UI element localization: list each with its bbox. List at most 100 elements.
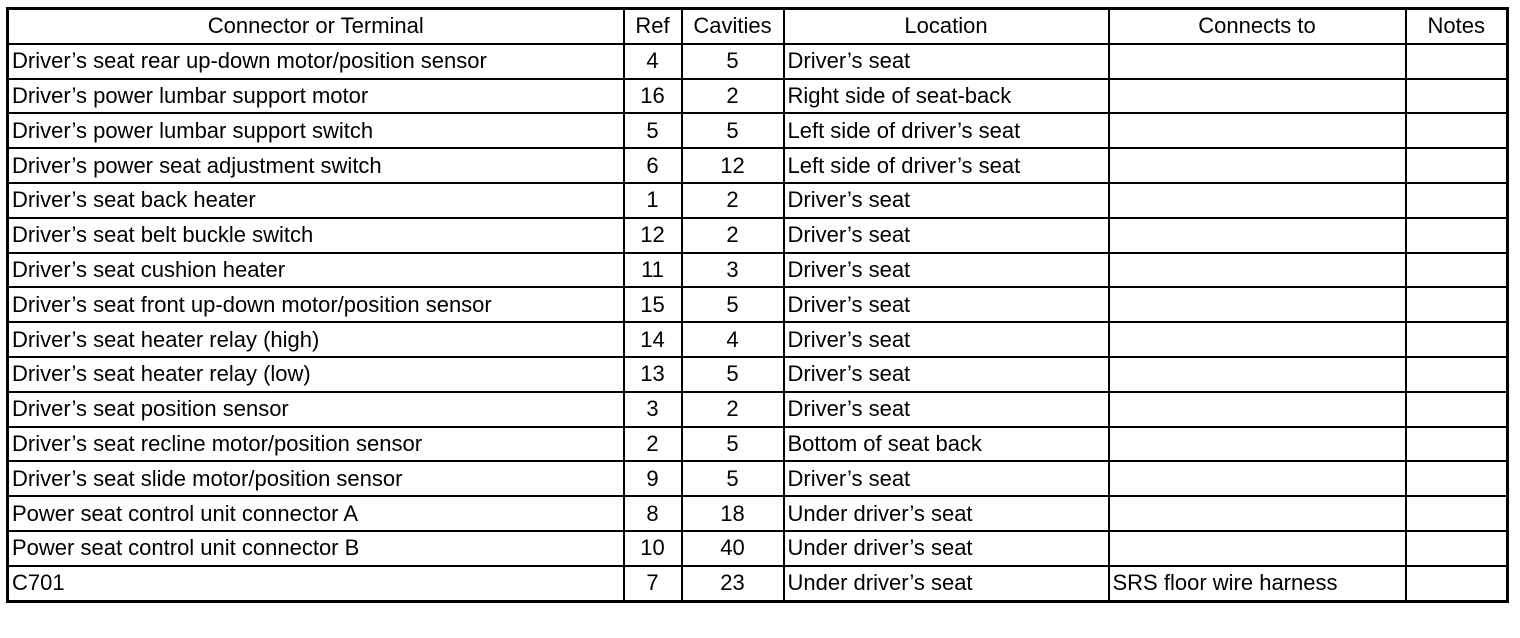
cell-cavities: 5	[680, 42, 785, 80]
cell-location: Under driver’s seat	[782, 564, 1110, 603]
cell-cavities: 2	[680, 77, 785, 115]
cell-ref: 10	[622, 529, 683, 567]
cell-notes	[1404, 77, 1509, 115]
cell-location: Under driver’s seat	[782, 529, 1110, 567]
cell-cavities: 40	[680, 529, 785, 567]
connector-table-container: Connector or Terminal Ref Cavities Locat…	[6, 7, 1509, 603]
cell-notes	[1404, 147, 1509, 184]
cell-cavities: 2	[680, 390, 785, 428]
cell-notes	[1404, 42, 1509, 80]
cell-ref: 8	[622, 495, 683, 532]
cell-location: Driver’s seat	[782, 460, 1110, 498]
cell-connects-to	[1107, 42, 1407, 80]
cell-location: Driver’s seat	[782, 42, 1110, 80]
table-body: Driver’s seat rear up-down motor/positio…	[6, 42, 1509, 603]
cell-notes	[1404, 251, 1509, 289]
cell-location: Left side of driver’s seat	[782, 112, 1110, 150]
cell-ref: 16	[622, 77, 683, 115]
cell-ref: 3	[622, 390, 683, 428]
cell-cavities: 5	[680, 286, 785, 324]
cell-cavities: 5	[680, 355, 785, 393]
cell-connects-to: SRS floor wire harness	[1107, 564, 1407, 603]
header-ref: Ref	[622, 7, 683, 45]
cell-location: Left side of driver’s seat	[782, 147, 1110, 184]
cell-ref: 4	[622, 42, 683, 80]
cell-connector: Driver’s seat rear up-down motor/positio…	[6, 42, 625, 80]
header-notes: Notes	[1404, 7, 1509, 45]
cell-connects-to	[1107, 355, 1407, 393]
header-location: Location	[782, 7, 1110, 45]
cell-connector: Driver’s seat belt buckle switch	[6, 216, 625, 254]
cell-cavities: 23	[680, 564, 785, 603]
cell-connects-to	[1107, 390, 1407, 428]
cell-ref: 5	[622, 112, 683, 150]
cell-cavities: 12	[680, 147, 785, 184]
cell-connects-to	[1107, 286, 1407, 324]
cell-ref: 15	[622, 286, 683, 324]
cell-cavities: 2	[680, 181, 785, 219]
cell-connects-to	[1107, 147, 1407, 184]
cell-connects-to	[1107, 529, 1407, 567]
cell-notes	[1404, 216, 1509, 254]
cell-ref: 11	[622, 251, 683, 289]
cell-connector: Power seat control unit connector A	[6, 495, 625, 532]
cell-location: Driver’s seat	[782, 216, 1110, 254]
cell-ref: 2	[622, 425, 683, 463]
cell-connector: Power seat control unit connector B	[6, 529, 625, 567]
cell-cavities: 2	[680, 216, 785, 254]
cell-connector: Driver’s seat front up-down motor/positi…	[6, 286, 625, 324]
cell-notes	[1404, 529, 1509, 567]
connector-table: Connector or Terminal Ref Cavities Locat…	[6, 7, 1509, 603]
header-cavities: Cavities	[680, 7, 785, 45]
cell-notes	[1404, 112, 1509, 150]
table-header-row: Connector or Terminal Ref Cavities Locat…	[6, 7, 1509, 45]
header-connects-to: Connects to	[1107, 7, 1407, 45]
cell-ref: 1	[622, 181, 683, 219]
cell-location: Bottom of seat back	[782, 425, 1110, 463]
cell-cavities: 5	[680, 112, 785, 150]
cell-notes	[1404, 286, 1509, 324]
cell-connects-to	[1107, 460, 1407, 498]
cell-location: Driver’s seat	[782, 355, 1110, 393]
cell-connector: Driver’s seat position sensor	[6, 390, 625, 428]
cell-connector: Driver’s seat back heater	[6, 181, 625, 219]
cell-connector: Driver’s seat cushion heater	[6, 251, 625, 289]
cell-connects-to	[1107, 216, 1407, 254]
cell-location: Driver’s seat	[782, 321, 1110, 358]
cell-connector: Driver’s seat slide motor/position senso…	[6, 460, 625, 498]
table-row: Driver’s seat recline motor/position sen…	[6, 425, 1509, 463]
cell-notes	[1404, 355, 1509, 393]
cell-connector: Driver’s power lumbar support motor	[6, 77, 625, 115]
cell-connector: Driver’s power seat adjustment switch	[6, 147, 625, 184]
cell-cavities: 18	[680, 495, 785, 532]
header-connector: Connector or Terminal	[6, 7, 625, 45]
cell-ref: 9	[622, 460, 683, 498]
cell-connects-to	[1107, 425, 1407, 463]
cell-connects-to	[1107, 181, 1407, 219]
cell-connects-to	[1107, 495, 1407, 532]
cell-notes	[1404, 181, 1509, 219]
cell-connector: Driver’s seat recline motor/position sen…	[6, 425, 625, 463]
cell-notes	[1404, 321, 1509, 358]
cell-ref: 12	[622, 216, 683, 254]
cell-ref: 7	[622, 564, 683, 603]
cell-connects-to	[1107, 251, 1407, 289]
cell-notes	[1404, 390, 1509, 428]
cell-cavities: 4	[680, 321, 785, 358]
cell-notes	[1404, 460, 1509, 498]
cell-ref: 6	[622, 147, 683, 184]
cell-notes	[1404, 425, 1509, 463]
cell-notes	[1404, 564, 1509, 603]
cell-cavities: 5	[680, 460, 785, 498]
cell-ref: 14	[622, 321, 683, 358]
cell-ref: 13	[622, 355, 683, 393]
